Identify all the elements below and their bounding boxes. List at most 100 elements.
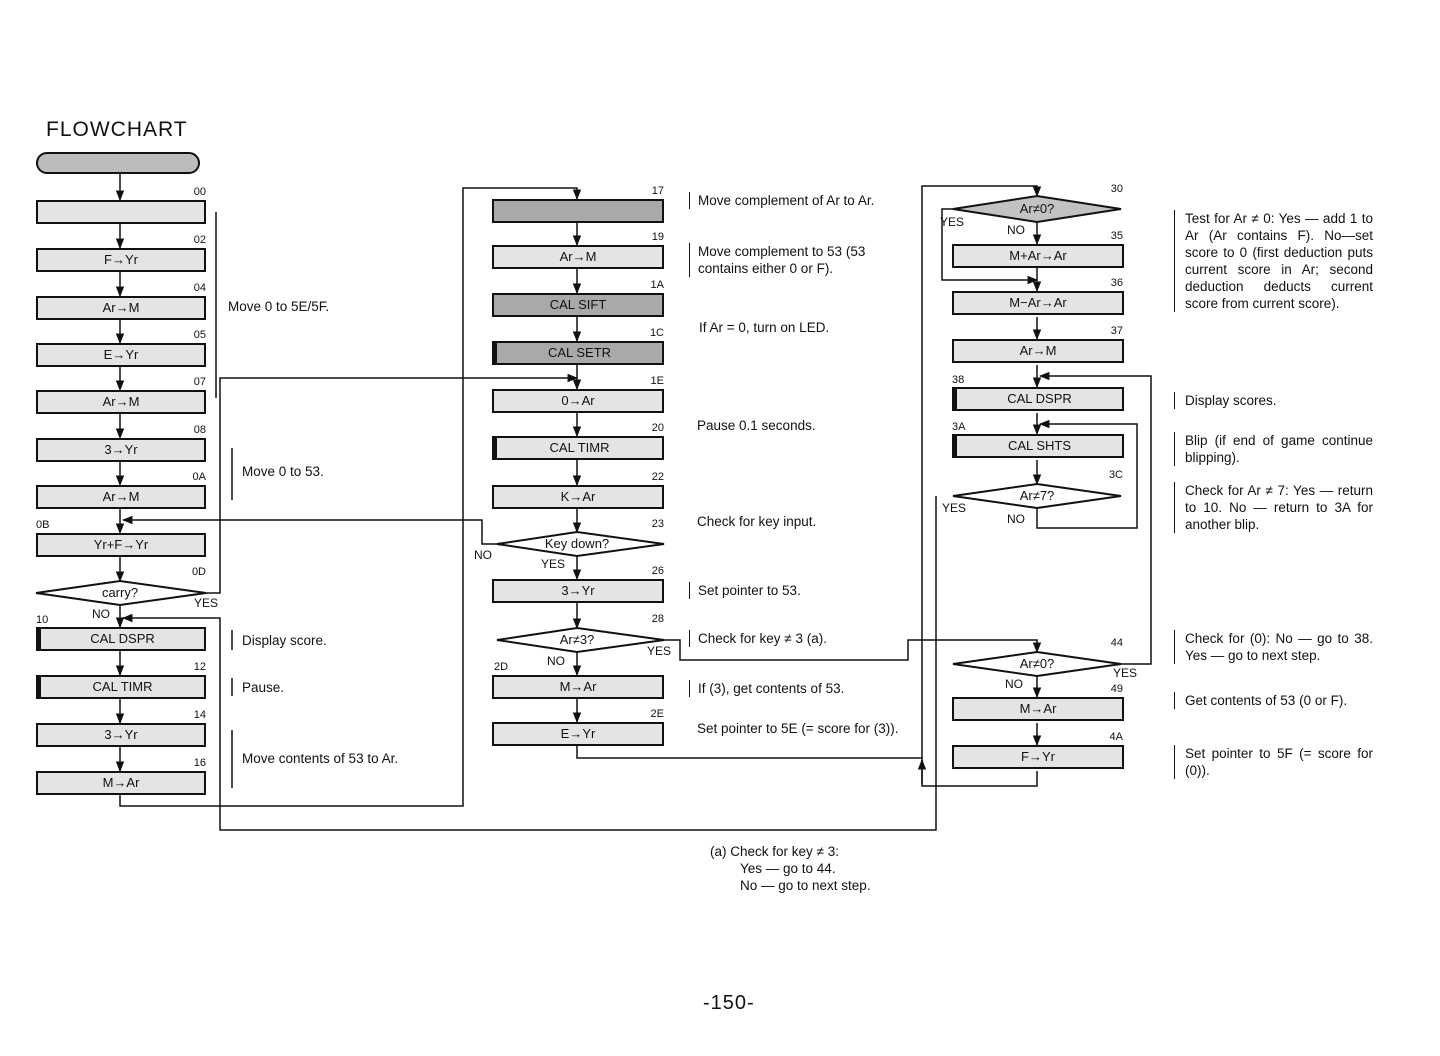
col1-box-04: Ar→M	[36, 296, 206, 320]
col2-box-2d: M→Ar	[492, 675, 664, 699]
decision-yes-label: YES	[194, 596, 219, 610]
col1-box-14: 3→Yr	[36, 723, 206, 747]
decision-no-label: NO	[1007, 223, 1025, 237]
col1-box-10: CAL DSPR	[36, 627, 206, 651]
addr-label: 12	[193, 661, 206, 673]
decision-no-label: NO	[92, 607, 110, 621]
decision-ar-ne-7	[952, 482, 1122, 510]
col2-box-22: K→Ar	[492, 485, 664, 509]
col3-box-37: Ar→M	[952, 339, 1124, 363]
decision-ar-ne-0-a-label: Ar≠0?	[1019, 201, 1055, 216]
addr-label: 38	[952, 374, 965, 386]
col1-box-05: E→Yr	[36, 343, 206, 367]
addr-label: 08	[193, 424, 206, 436]
addr-label: 2D	[494, 661, 509, 673]
addr-label: 0A	[192, 471, 206, 483]
col2-box-17	[492, 199, 664, 223]
footnote-line: Yes — go to 44.	[740, 861, 836, 876]
addr-label: 28	[651, 613, 664, 625]
decision-ar-ne-0-b	[952, 650, 1122, 678]
col1-box-08: 3→Yr	[36, 438, 206, 462]
addr-label: 07	[193, 376, 206, 388]
footnote-line: (a) Check for key ≠ 3:	[710, 844, 839, 859]
col1-box-16: M→Ar	[36, 771, 206, 795]
note-col1: Display score.	[242, 633, 327, 648]
addr-label: 02	[193, 234, 206, 246]
col1-box-07: Ar→M	[36, 390, 206, 414]
decision-no-label: NO	[547, 654, 565, 668]
note-col1: Move 0 to 53.	[242, 464, 324, 479]
addr-label: 26	[651, 565, 664, 577]
col2-box-1c: CAL SETR	[492, 341, 664, 365]
note-col1: Move 0 to 5E/5F.	[228, 299, 330, 314]
col2-box-1a: CAL SIFT	[492, 293, 664, 317]
addr-label: 30	[1110, 183, 1123, 195]
addr-label: 1E	[650, 375, 664, 387]
start-terminal	[36, 152, 200, 174]
note-col1: Pause.	[242, 680, 285, 695]
note-col3: Set pointer to 5F (= score for (0)).	[1174, 745, 1373, 779]
col2-box-1e: 0→Ar	[492, 389, 664, 413]
decision-ar-ne-0-b-label: Ar≠0?	[1019, 656, 1055, 671]
col2-box-20: CAL TIMR	[492, 436, 664, 460]
addr-label: 23	[651, 518, 664, 530]
note-col2: If (3), get contents of 53.	[689, 680, 908, 697]
note-col3: Check for Ar ≠ 7: Yes — return to 10. No…	[1174, 482, 1373, 533]
col3-box-35: M+Ar→Ar	[952, 244, 1124, 268]
decision-no-label: NO	[474, 548, 492, 562]
col3-box-36: M−Ar→Ar	[952, 291, 1124, 315]
note-col1: Move contents of 53 to Ar.	[242, 751, 399, 766]
decision-yes-label: YES	[541, 557, 566, 571]
note-col2: Set pointer to 5E (= score for (3)).	[697, 721, 899, 736]
addr-label: 35	[1110, 230, 1123, 242]
col3-box-49: M→Ar	[952, 697, 1124, 721]
addr-label: 19	[651, 231, 664, 243]
addr-label: 0D	[191, 566, 206, 578]
note-col3: Check for (0): No — go to 38. Yes — go t…	[1174, 630, 1373, 664]
addr-label: 44	[1110, 637, 1123, 649]
col2-box-26: 3→Yr	[492, 579, 664, 603]
note-col3: Get contents of 53 (0 or F).	[1174, 692, 1373, 709]
addr-label: 14	[193, 709, 206, 721]
decision-ar-ne-7-label: Ar≠7?	[1019, 488, 1055, 503]
addr-label: 05	[193, 329, 206, 341]
note-col2: Check for key input.	[697, 514, 817, 529]
note-col2: If Ar = 0, turn on LED.	[699, 320, 830, 335]
addr-label: 3A	[952, 421, 966, 433]
addr-label: 49	[1110, 683, 1123, 695]
footnote-line: No — go to next step.	[740, 878, 871, 893]
decision-yes-label: YES	[940, 215, 965, 229]
decision-carry	[35, 579, 207, 607]
col2-box-2e: E→Yr	[492, 722, 664, 746]
decision-key-down-label: Key down?	[544, 536, 610, 551]
addr-label: 04	[193, 282, 206, 294]
addr-label: 22	[651, 471, 664, 483]
addr-label: 2E	[650, 708, 664, 720]
page-number: -150-	[703, 992, 755, 1014]
decision-no-label: NO	[1005, 677, 1023, 691]
page-title: FLOWCHART	[46, 118, 188, 141]
decision-key-down	[496, 530, 665, 558]
addr-label: 36	[1110, 277, 1123, 289]
addr-label: 3C	[1108, 469, 1123, 481]
note-col2: Pause 0.1 seconds.	[697, 418, 816, 433]
note-col2: Check for key ≠ 3 (a).	[689, 630, 908, 647]
addr-label: 17	[651, 185, 664, 197]
addr-label: 4A	[1109, 731, 1123, 743]
col3-box-3a: CAL SHTS	[952, 434, 1124, 458]
col2-box-19: Ar→M	[492, 245, 664, 269]
addr-label: 1A	[650, 279, 664, 291]
addr-label: 20	[651, 422, 664, 434]
col1-box-0a: Ar→M	[36, 485, 206, 509]
col1-box-00	[36, 200, 206, 224]
note-col3: Display scores.	[1174, 392, 1373, 409]
note-col3: Test for Ar ≠ 0: Yes — add 1 to Ar (Ar c…	[1174, 210, 1373, 312]
note-col2: Set pointer to 53.	[689, 582, 908, 599]
col1-box-0b: Yr+F→Yr	[36, 533, 206, 557]
decision-ar-ne-3-label: Ar≠3?	[559, 632, 595, 647]
addr-label: 10	[36, 614, 49, 626]
col3-box-4a: F→Yr	[952, 745, 1124, 769]
addr-label: 16	[193, 757, 206, 769]
decision-yes-label: YES	[647, 644, 672, 658]
